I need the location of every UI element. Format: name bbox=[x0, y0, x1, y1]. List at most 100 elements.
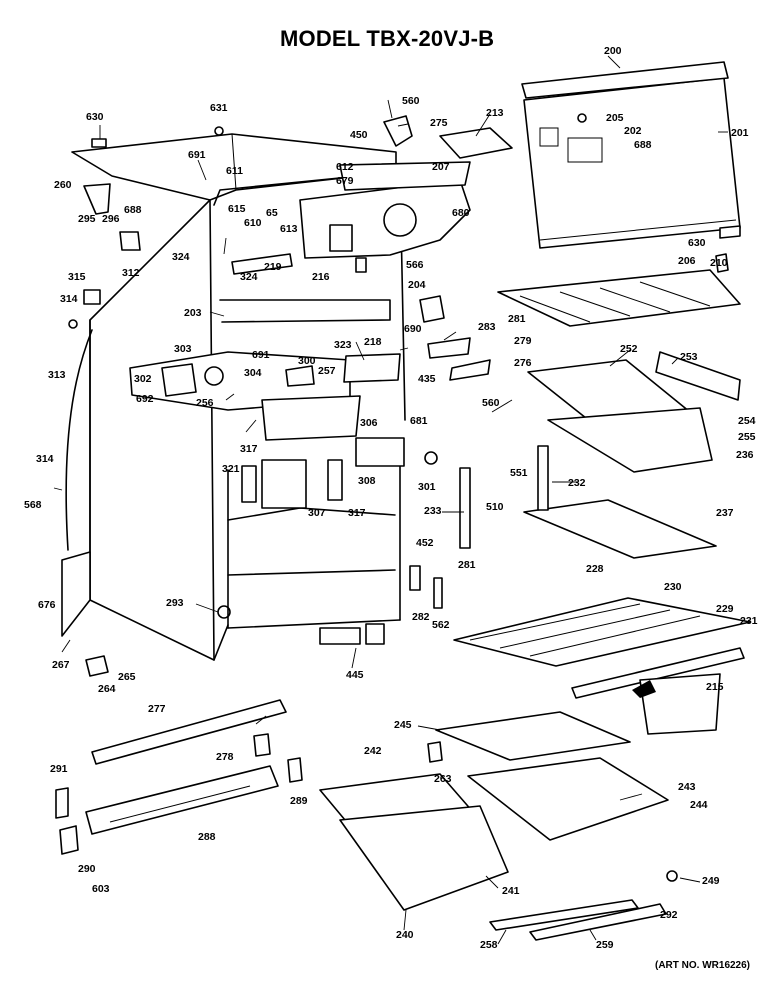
callout-label: 314 bbox=[60, 293, 78, 305]
callout-label: 200 bbox=[604, 45, 622, 57]
callout-label: 258 bbox=[480, 939, 498, 951]
evaporator-cover-drawing bbox=[299, 161, 471, 259]
callout-label: 241 bbox=[502, 885, 520, 897]
art-number: (ART NO. WR16226) bbox=[655, 960, 751, 971]
callout-label: 301 bbox=[418, 481, 436, 493]
callout-label: 201 bbox=[731, 127, 749, 139]
callout-label: 203 bbox=[184, 307, 202, 319]
callout-label: 219 bbox=[264, 261, 282, 273]
callout-label: 265 bbox=[118, 671, 136, 683]
callout-label: 323 bbox=[334, 339, 352, 351]
callout-label: 229 bbox=[716, 603, 734, 615]
callout-label: 291 bbox=[50, 763, 68, 775]
ice-tray-drawing bbox=[439, 127, 513, 159]
shelf-ladder-232 bbox=[537, 445, 549, 511]
small-parts-drawing bbox=[55, 115, 741, 882]
callout-label: 688 bbox=[634, 139, 652, 151]
callout-label: 611 bbox=[226, 165, 243, 177]
crisper-drawers-drawing bbox=[319, 673, 721, 911]
callout-label: 267 bbox=[52, 659, 70, 671]
bottom-grille-drawing bbox=[85, 699, 667, 941]
callout-label: 253 bbox=[680, 351, 698, 363]
callout-label: 631 bbox=[210, 102, 228, 114]
callout-label: 303 bbox=[174, 343, 192, 355]
callout-label: 215 bbox=[706, 681, 724, 693]
callout-label: 292 bbox=[660, 909, 678, 921]
callout-label: 237 bbox=[716, 507, 734, 519]
callout-label: 232 bbox=[568, 477, 586, 489]
callout-label: 568 bbox=[24, 499, 42, 511]
callout-label: 255 bbox=[738, 431, 756, 443]
callout-label: 321 bbox=[222, 463, 240, 475]
callout-label: 289 bbox=[290, 795, 308, 807]
callout-label: 207 bbox=[432, 161, 450, 173]
callout-label: 296 bbox=[102, 213, 120, 225]
callout-label: 308 bbox=[358, 475, 376, 487]
callout-label: 213 bbox=[486, 107, 504, 119]
callout-label: 317 bbox=[348, 507, 366, 519]
callout-label: 692 bbox=[136, 393, 154, 405]
callout-label: 230 bbox=[664, 581, 682, 593]
meat-pan-drawing bbox=[527, 351, 741, 473]
callout-label: 283 bbox=[478, 321, 496, 333]
callout-label: 566 bbox=[406, 259, 424, 271]
callout-label: 560 bbox=[482, 397, 500, 409]
callout-label: 205 bbox=[606, 112, 624, 124]
callout-label: 242 bbox=[364, 745, 382, 757]
callout-label: 249 bbox=[702, 875, 720, 887]
callout-label: 245 bbox=[394, 719, 412, 731]
callout-label: 276 bbox=[514, 357, 532, 369]
callout-label: 228 bbox=[586, 563, 604, 575]
callout-label: 216 bbox=[312, 271, 330, 283]
callout-label: 260 bbox=[54, 179, 72, 191]
callout-label: 603 bbox=[92, 883, 110, 895]
callout-label: 691 bbox=[252, 349, 270, 361]
callout-label: 300 bbox=[298, 355, 316, 367]
callout-label: 233 bbox=[424, 505, 442, 517]
callout-label: 324 bbox=[172, 251, 190, 263]
callout-label: 278 bbox=[216, 751, 234, 763]
shelf-ladder-233 bbox=[459, 467, 471, 549]
callout-label: 206 bbox=[678, 255, 696, 267]
callout-label: 679 bbox=[336, 175, 354, 187]
callout-label: 681 bbox=[410, 415, 428, 427]
callout-label: 231 bbox=[740, 615, 758, 627]
callout-label: 615 bbox=[228, 203, 246, 215]
callout-label: 254 bbox=[738, 415, 756, 427]
callout-label: 313 bbox=[48, 369, 66, 381]
callout-label: 290 bbox=[78, 863, 96, 875]
callout-label: 277 bbox=[148, 703, 166, 715]
leader-lines bbox=[53, 55, 728, 945]
callout-label: 281 bbox=[458, 559, 476, 571]
callout-labels: 630 631 560 275 213 200 205 202 688 201 … bbox=[24, 45, 758, 951]
callout-label: 65 bbox=[266, 207, 278, 219]
callout-label: 295 bbox=[78, 213, 96, 225]
callout-label: 306 bbox=[360, 417, 378, 429]
callout-label: 281 bbox=[508, 313, 526, 325]
freezer-wire-shelf-drawing bbox=[497, 269, 741, 327]
callout-label: 202 bbox=[624, 125, 642, 137]
callout-label: 317 bbox=[240, 443, 258, 455]
callout-label: 690 bbox=[404, 323, 422, 335]
callout-label: 210 bbox=[710, 257, 728, 269]
callout-label: 688 bbox=[124, 204, 142, 216]
callout-label: 560 bbox=[402, 95, 420, 107]
callout-label: 510 bbox=[486, 501, 504, 513]
callout-label: 314 bbox=[36, 453, 54, 465]
model-title: MODEL TBX-20VJ-B bbox=[280, 26, 495, 51]
callout-label: 257 bbox=[318, 365, 336, 377]
wire-shelf-drawing bbox=[453, 499, 751, 699]
callout-label: 452 bbox=[416, 537, 434, 549]
callout-label: 240 bbox=[396, 929, 414, 941]
callout-label: 204 bbox=[408, 279, 426, 291]
callout-label: 324 bbox=[240, 271, 258, 283]
callout-label: 282 bbox=[412, 611, 430, 623]
callout-label: 450 bbox=[350, 129, 368, 141]
callout-label: 691 bbox=[188, 149, 206, 161]
callout-label: 610 bbox=[244, 217, 262, 229]
callout-label: 307 bbox=[308, 507, 326, 519]
callout-label: 445 bbox=[346, 669, 364, 681]
shaded-mark bbox=[632, 680, 656, 698]
